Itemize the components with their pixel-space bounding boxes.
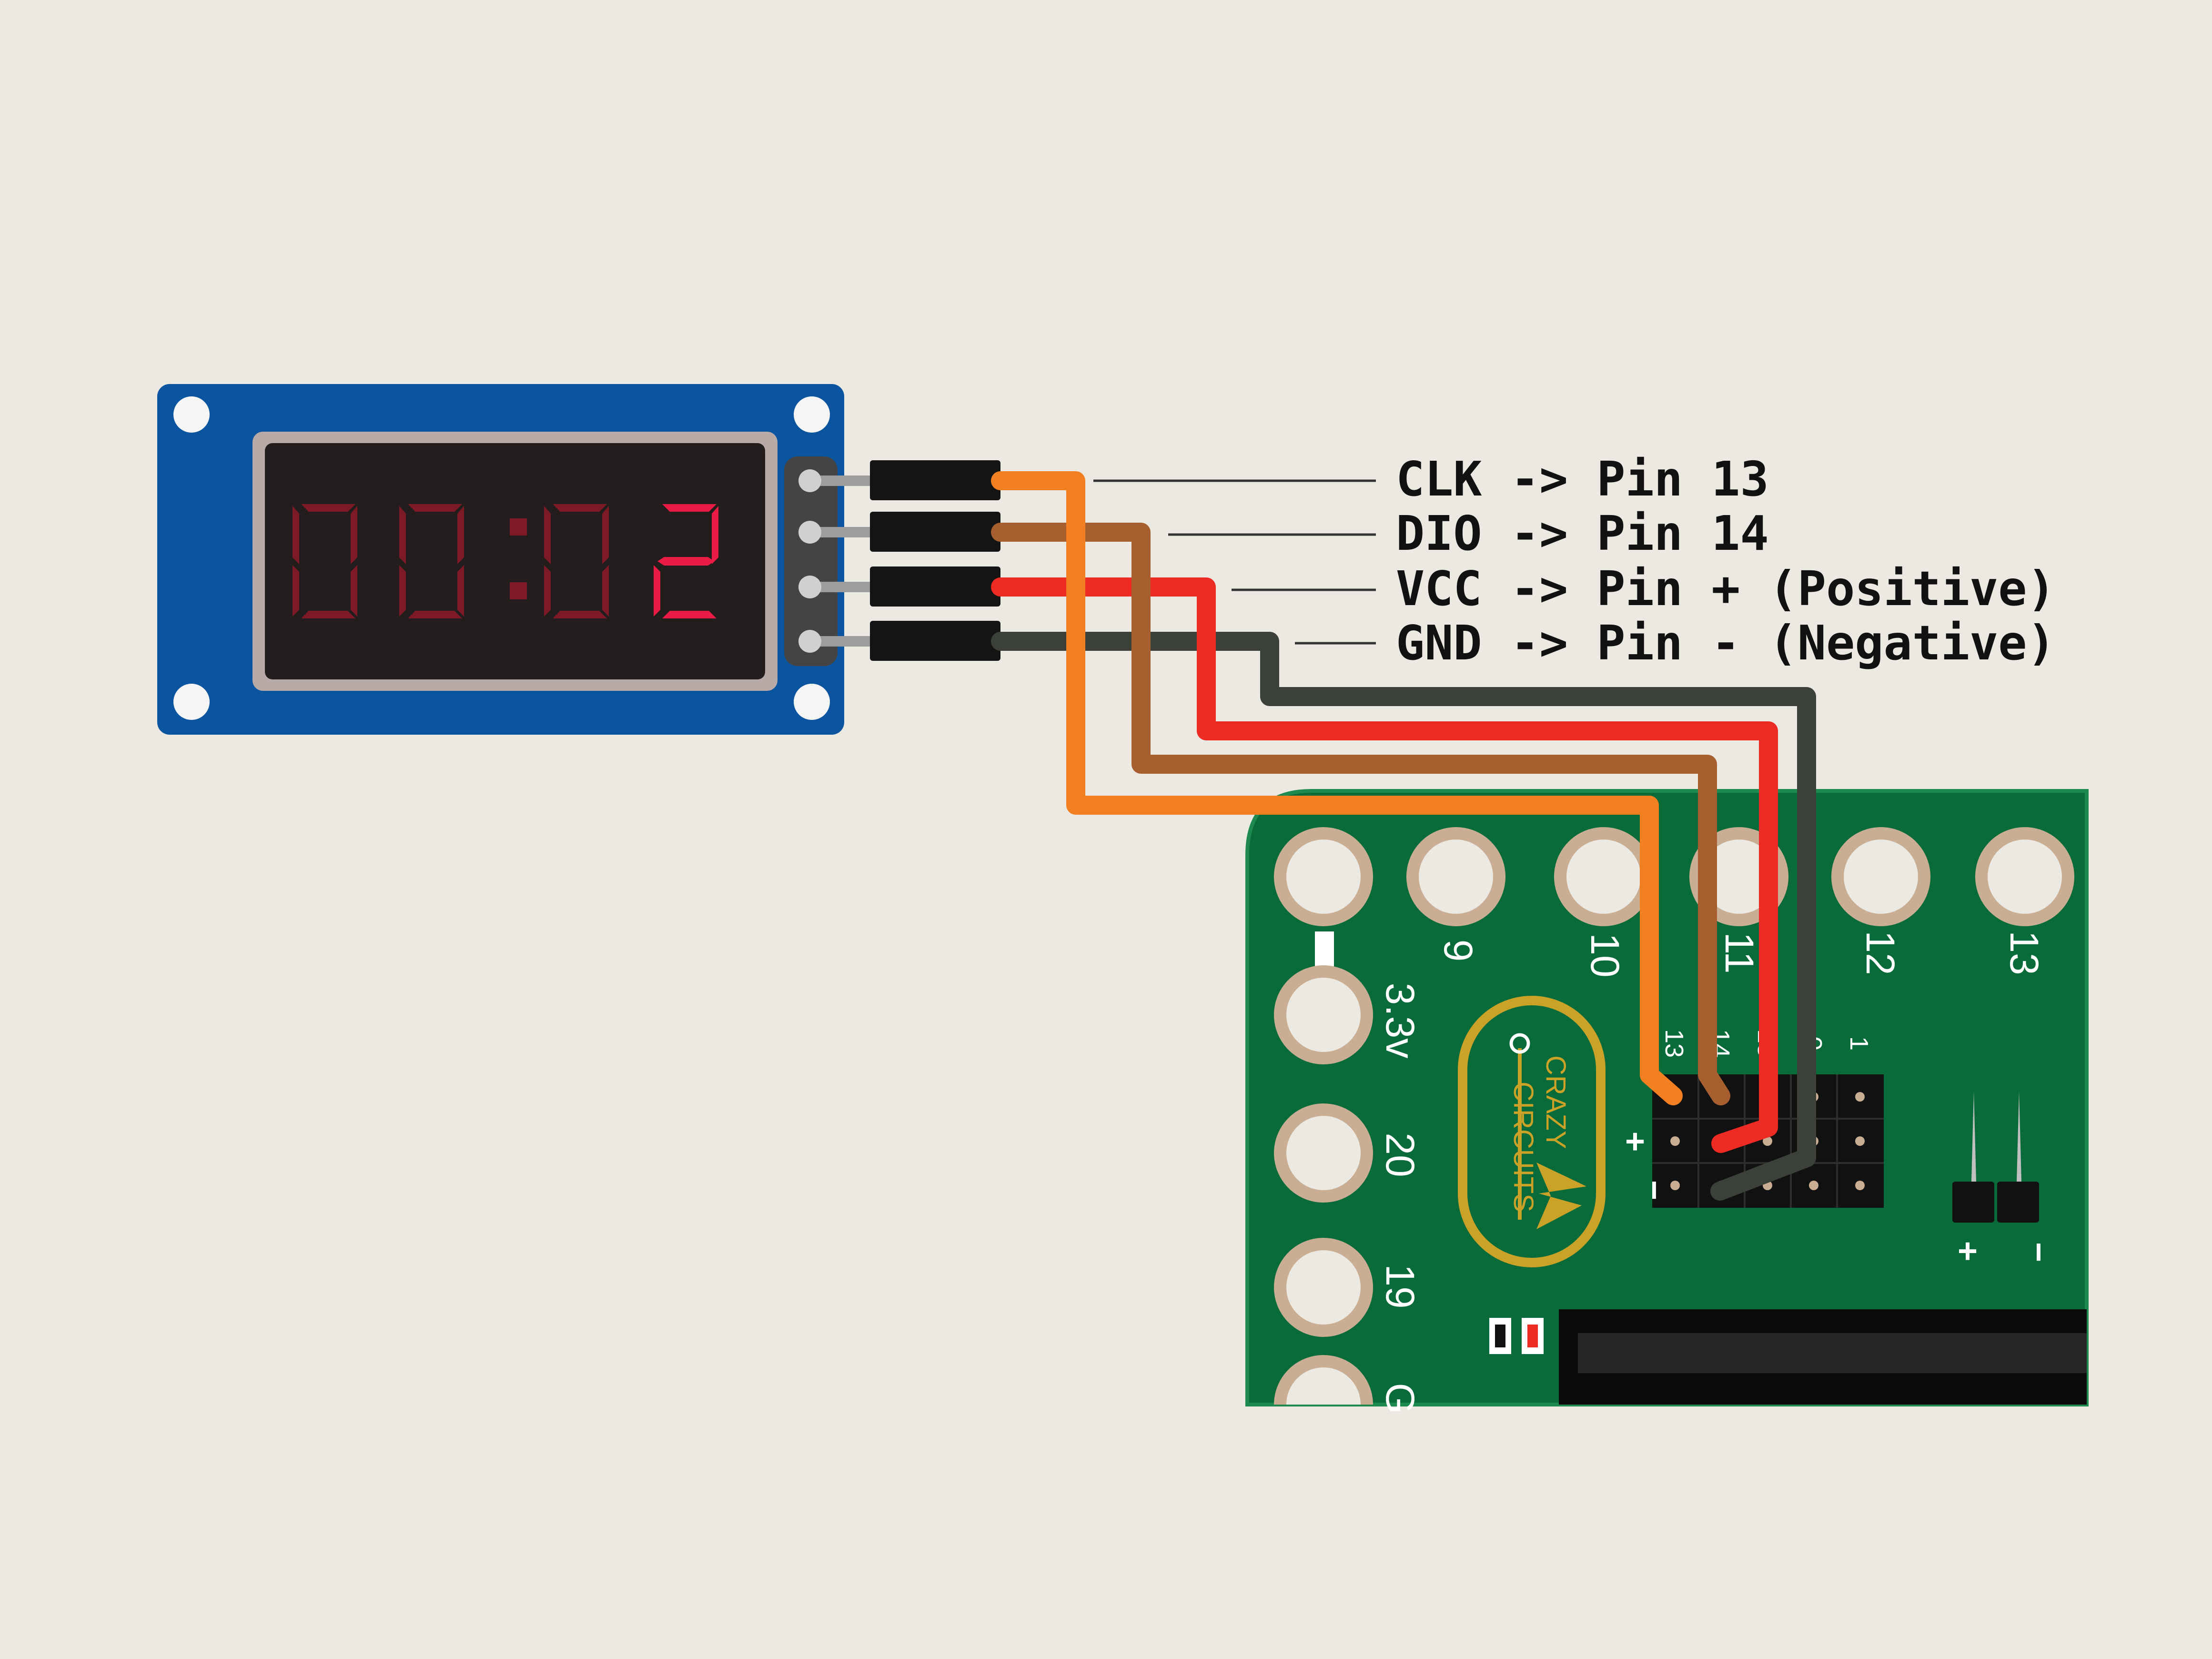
crown-icon [1536, 1163, 1586, 1229]
pad-column-left [1274, 965, 1373, 1337]
segment-a [662, 504, 717, 512]
segment-b [712, 506, 718, 564]
pad-row-top [1274, 827, 2074, 926]
label-dio: DIO -> Pin 14 [1396, 506, 1769, 561]
header-row-plus: + [1625, 1123, 1645, 1161]
logo-text-crazy: CRAZY [1540, 1055, 1571, 1149]
digit-2 [399, 504, 464, 618]
pad-label-10: 10 [1583, 933, 1627, 977]
pad-label-20: 20 [1378, 1133, 1423, 1177]
segment-b [351, 506, 357, 564]
logo-dot-icon [1509, 1033, 1530, 1054]
header-label-13: 13 [1660, 1029, 1688, 1058]
crazy-circuits-logo: CRAZY CIRCUITS [1458, 996, 1606, 1267]
header-label-1: 1 [1845, 1036, 1873, 1051]
segment-d [662, 611, 717, 618]
segment-d [553, 611, 607, 618]
status-leds [1489, 1318, 1544, 1354]
segment-e [293, 565, 299, 617]
power-pins [1952, 1091, 2039, 1223]
segment-a [408, 504, 462, 512]
pad-label-13: 13 [2002, 931, 2047, 975]
segment-b [457, 506, 464, 564]
segment-c [457, 565, 464, 617]
segment-b [602, 506, 609, 564]
power-minus-label: − [2020, 1242, 2058, 1262]
segment-d [301, 611, 355, 618]
segment-c [602, 565, 609, 617]
digit-4 [654, 504, 718, 618]
mount-hole [173, 684, 210, 720]
pad-label-3v3: 3.3v [1378, 983, 1423, 1059]
wire-gnd [991, 632, 1816, 1201]
pin-header [1652, 1074, 1884, 1208]
segment-e [654, 565, 660, 617]
power-plus-label: + [1958, 1232, 1978, 1270]
segment-f [399, 506, 406, 564]
label-clk: CLK -> Pin 13 [1396, 451, 1769, 507]
microcontroller-block [1559, 1309, 2087, 1405]
pin-block [784, 456, 838, 666]
segment-f [544, 506, 551, 564]
segment-c [351, 565, 357, 617]
segment-e [544, 565, 551, 617]
mount-hole [794, 396, 830, 433]
segment-d [408, 611, 462, 618]
segment-a [553, 504, 607, 512]
header-row-minus: − [1635, 1180, 1673, 1200]
connection-labels: CLK -> Pin 13 DIO -> Pin 14 VCC -> Pin +… [1093, 451, 2056, 671]
mount-hole [173, 396, 210, 433]
mount-hole [794, 684, 830, 720]
colon-dot-top [510, 518, 527, 536]
label-gnd: GND -> Pin - (Negative) [1396, 615, 2056, 671]
wire-dio [991, 523, 1730, 1105]
jumper-housings [870, 460, 1000, 661]
segment-g [657, 557, 715, 566]
pad-label-g: G [1378, 1383, 1423, 1414]
digit-3 [544, 504, 609, 618]
segment-f [293, 506, 299, 564]
label-vcc: VCC -> Pin + (Positive) [1396, 561, 2056, 617]
pad-label-9: 9 [1436, 940, 1481, 962]
wire-clk [991, 471, 1683, 1105]
tm1637-display-module [157, 384, 1000, 735]
pad-label-19: 19 [1378, 1264, 1423, 1308]
digit-group [293, 504, 718, 618]
logo-text-circuits: CIRCUITS [1508, 1082, 1539, 1212]
segment-a [301, 504, 355, 512]
display-screen [265, 443, 765, 679]
colon-dot-bottom [510, 582, 527, 599]
pad-label-12: 12 [1858, 931, 1903, 975]
digit-1 [293, 504, 357, 618]
segment-e [399, 565, 406, 617]
wire-vcc [991, 577, 1778, 1153]
wires [991, 471, 1816, 1201]
pad-partial [1274, 1355, 1373, 1405]
pad-label-11: 11 [1717, 932, 1762, 973]
